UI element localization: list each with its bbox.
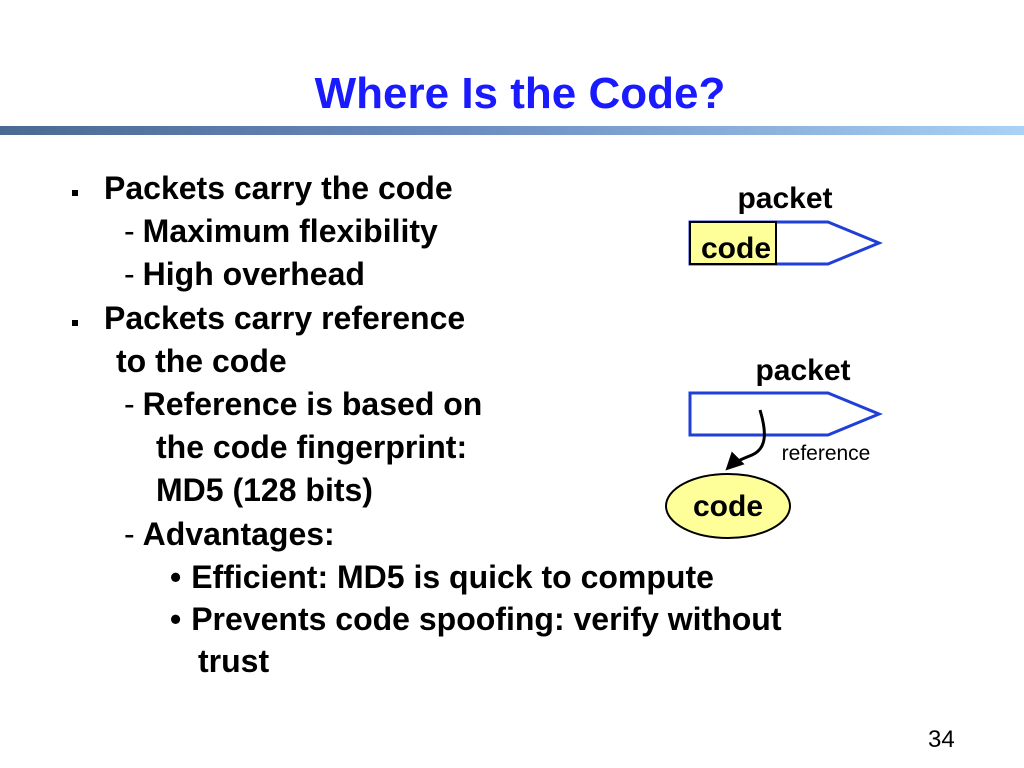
sub-bullet-reference-based-cont2: MD5 (128 bits) (156, 472, 373, 508)
sub-bullet-reference-based: -Reference is based on (124, 384, 482, 424)
dash-marker: - (124, 213, 135, 249)
bullet-packets-carry-reference: Packets carry reference (104, 300, 466, 336)
bullet-square-icon (72, 190, 78, 196)
sub-bullet-high-overhead: -High overhead (124, 254, 365, 294)
bullet-packets-carry-code: Packets carry the code (104, 170, 453, 206)
sub-bullet-reference-based-cont1: the code fingerprint: (156, 429, 468, 465)
item-text: Efficient: MD5 is quick to compute (191, 559, 714, 595)
sub-bullet-max-flexibility: -Maximum flexibility (124, 211, 438, 251)
sub-bullet-text: High overhead (142, 256, 365, 292)
item-efficient: •Efficient: MD5 is quick to compute (170, 557, 714, 597)
sub-bullet-advantages: -Advantages: (124, 514, 335, 554)
dot-marker: • (170, 559, 182, 595)
title-divider (0, 126, 1024, 135)
dash-marker: - (124, 386, 135, 422)
dash-marker: - (124, 516, 135, 552)
bottom-packet-label: packet (755, 354, 850, 387)
item-text: Prevents code spoofing: verify without (191, 601, 782, 637)
dot-marker: • (170, 601, 182, 637)
slide-title: Where Is the Code? (314, 69, 726, 118)
bottom-code-ellipse (665, 473, 791, 539)
bottom-code-label: code (693, 490, 763, 523)
top-code-label: code (701, 232, 771, 265)
bottom-packet-shape (688, 391, 883, 437)
item-prevents-spoofing: •Prevents code spoofing: verify without (170, 599, 782, 639)
top-packet-label: packet (737, 182, 832, 215)
bullet-square-icon (72, 320, 78, 326)
bullet-packets-carry-reference-cont: to the code (116, 343, 287, 379)
sub-bullet-text: Advantages: (142, 516, 335, 552)
top-code-box (689, 221, 777, 265)
sub-bullet-text: Maximum flexibility (142, 213, 438, 249)
page-number: 34 (928, 726, 955, 753)
reference-arrow (725, 409, 766, 471)
dash-marker: - (124, 256, 135, 292)
sub-bullet-text: Reference is based on (142, 386, 483, 422)
item-prevents-spoofing-cont: trust (198, 643, 270, 679)
reference-label: reference (782, 442, 871, 465)
